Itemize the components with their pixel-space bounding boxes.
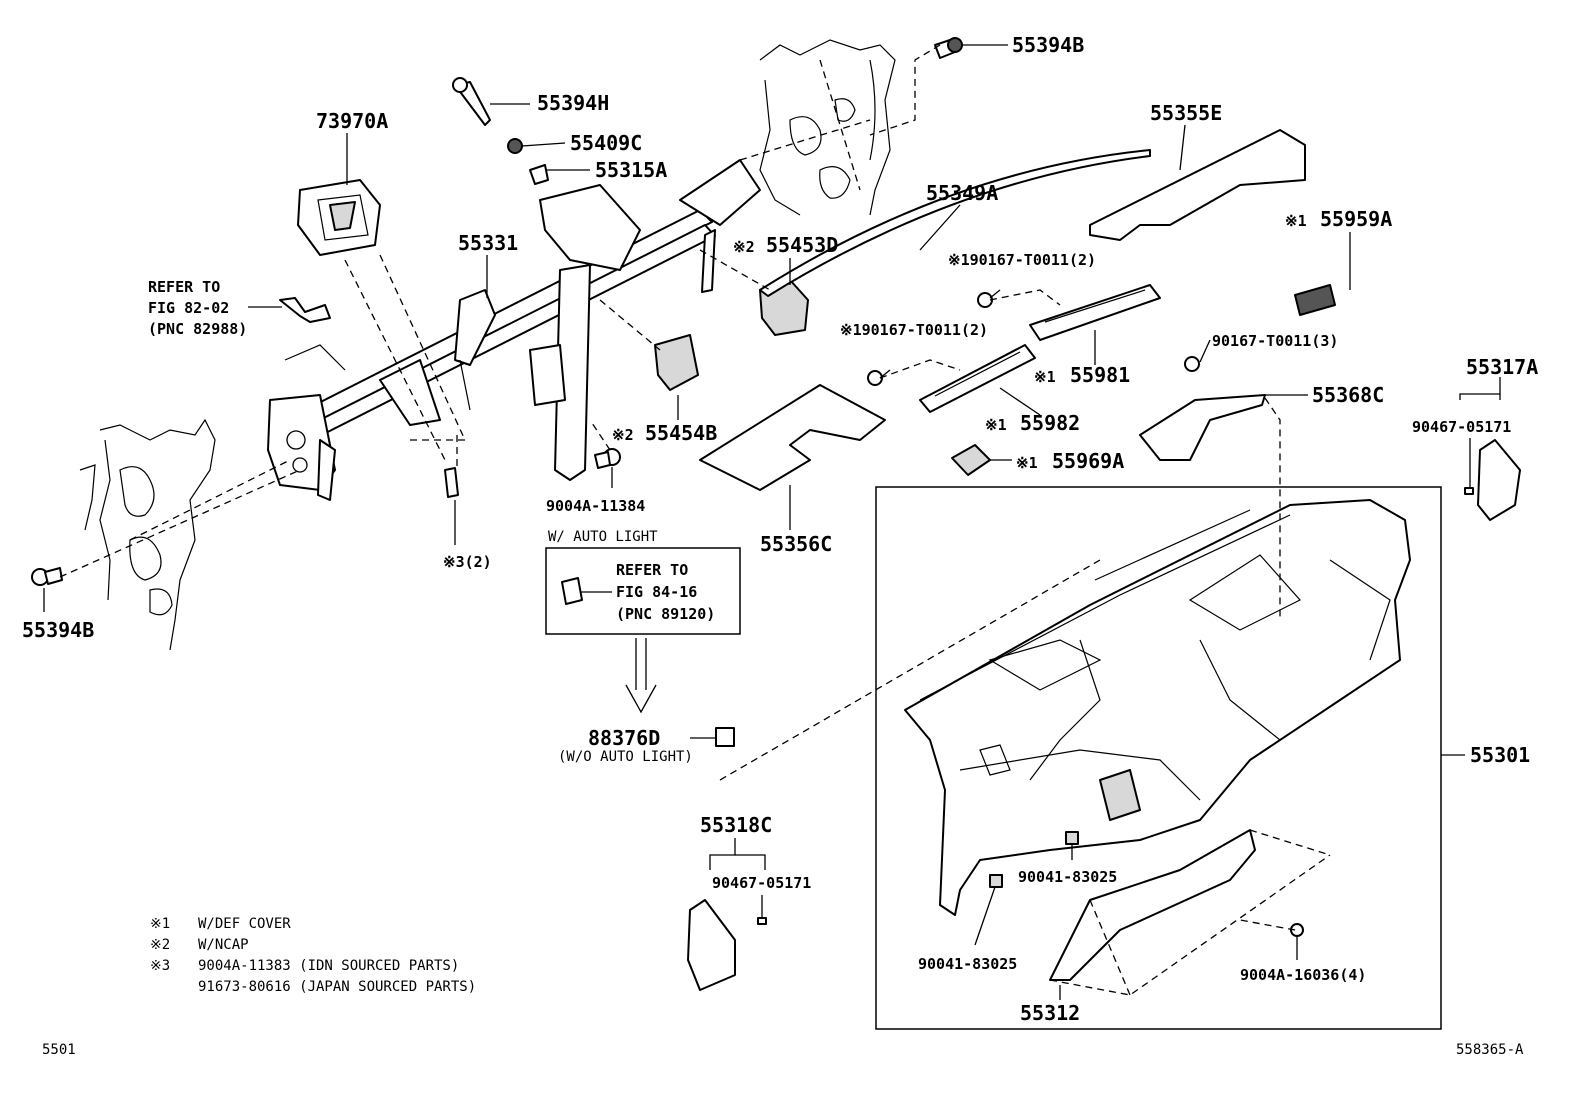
label-55453D: 55453D (766, 233, 838, 257)
steering-support-beam (267, 159, 761, 501)
right-body-panel (759, 39, 896, 216)
label-55317A: 55317A (1466, 355, 1538, 379)
label-55356C: 55356C (760, 532, 832, 556)
leader-lines (43, 44, 1501, 1000)
mark-55969A: ※1 (1016, 454, 1038, 472)
label-90041-b: 90041-83025 (918, 955, 1017, 973)
instrument-panel-55301 (904, 499, 1411, 916)
auto-light-box (545, 547, 741, 635)
bolt-55394B-left-icon (31, 567, 63, 586)
bolt-3-2-icon (444, 467, 459, 498)
label-55981: 55981 (1070, 363, 1130, 387)
bolt-55394B-top-icon (934, 37, 963, 59)
legend-3-line2: 91673-80616 (JAPAN SOURCED PARTS) (198, 979, 476, 995)
grille-55959A-icon (1294, 284, 1336, 316)
label-88376D: 88376D (588, 726, 660, 750)
label-55315A: 55315A (595, 158, 667, 182)
connector-82988-icon (279, 297, 331, 323)
legend-3-mark: ※3 (150, 958, 170, 974)
label-90467-left: 90467-05171 (712, 874, 811, 892)
label-73970A: 73970A (316, 109, 388, 133)
grille-55969A-icon (951, 444, 991, 476)
label-55349A: 55349A (926, 181, 998, 205)
mark-55981: ※1 (1034, 368, 1056, 386)
clip-90041-a-icon (1065, 831, 1079, 845)
label-55318C: 55318C (700, 813, 772, 837)
mark-55959A: ※1 (1285, 212, 1307, 230)
drawing-id: 558365-A (1456, 1042, 1524, 1058)
refer-82-line3: (PNC 82988) (148, 320, 247, 338)
mark-55453D: ※2 (733, 238, 755, 256)
label-55312: 55312 (1020, 1001, 1080, 1025)
assembly-lines (59, 44, 1331, 996)
legend-1-text: W/DEF COVER (198, 916, 291, 932)
page-code: 5501 (42, 1042, 76, 1058)
refer-82-line1: REFER TO (148, 278, 220, 296)
legend: ※1 W/DEF COVER ※2 W/NCAP ※3 9004A-11383 … (150, 916, 476, 995)
panel-group-box (875, 486, 1442, 1030)
legend-2-mark: ※2 (150, 937, 170, 953)
label-9004A-16036: 9004A-16036(4) (1240, 966, 1366, 984)
legend-2-text: W/NCAP (198, 937, 249, 953)
legend-1-mark: ※1 (150, 916, 170, 932)
pad-55356C-icon (699, 384, 886, 491)
clip-55315A-icon (529, 164, 549, 185)
mark-55982: ※1 (985, 416, 1007, 434)
label-55982: 55982 (1020, 411, 1080, 435)
label-90041-a: 90041-83025 (1018, 868, 1117, 886)
module-73970A-icon (297, 179, 381, 256)
light-sensor-icon (561, 577, 583, 605)
label-55355E: 55355E (1150, 101, 1222, 125)
clip-90467-left-icon (757, 917, 767, 925)
label-55301: 55301 (1470, 743, 1530, 767)
mark-55454B: ※2 (612, 426, 634, 444)
label-55368C: 55368C (1312, 383, 1384, 407)
bracket-55454B-icon (654, 334, 699, 391)
label-190167-b: ※190167-T0011(2) (840, 321, 988, 339)
label-55394B-left: 55394B (22, 618, 94, 642)
label-9004A-11384: 9004A-11384 (546, 497, 645, 515)
auto-light-line1: REFER TO (616, 561, 688, 579)
clip-190167-b-icon (867, 370, 883, 386)
label-90167: 90167-T0011(3) (1212, 332, 1338, 350)
label-55454B: 55454B (645, 421, 717, 445)
side-cover-55317A-icon (1477, 439, 1521, 521)
screw-9004A-16036-icon (1290, 923, 1304, 937)
pad-55355E-icon (1089, 129, 1306, 241)
strip-55349A-icon (759, 149, 1151, 297)
auto-light-heading: W/ AUTO LIGHT (548, 529, 658, 545)
label-55409C: 55409C (570, 131, 642, 155)
label-3-2: ※3(2) (443, 553, 492, 571)
left-body-panel (79, 418, 216, 651)
note-88376D: (W/O AUTO LIGHT) (558, 749, 693, 765)
side-cover-55318C-icon (687, 899, 736, 991)
label-90467-right: 90467-05171 (1412, 418, 1511, 436)
label-190167-a: ※190167-T0011(2) (948, 251, 1096, 269)
label-55969A: 55969A (1052, 449, 1124, 473)
downward-arrow-icon (625, 638, 657, 714)
cap-88376D-icon (715, 727, 735, 747)
clip-90167-icon (1184, 356, 1200, 372)
clip-90041-b-icon (989, 874, 1003, 888)
nut-55409C-icon (507, 138, 523, 154)
label-55959A: 55959A (1320, 207, 1392, 231)
label-55394B-top: 55394B (1012, 33, 1084, 57)
bolt-9004A-11384-icon (594, 448, 621, 469)
vent-55982-icon (919, 344, 1036, 413)
duct-55368C-icon (1139, 394, 1266, 461)
refer-82-line2: FIG 82-02 (148, 299, 229, 317)
label-55331: 55331 (458, 231, 518, 255)
glove-box-55312-icon (1049, 829, 1256, 981)
clip-190167-a-icon (977, 292, 993, 308)
auto-light-line3: (PNC 89120) (616, 605, 715, 623)
legend-3-line1: 9004A-11383 (IDN SOURCED PARTS) (198, 958, 459, 974)
vent-55981-icon (1029, 284, 1161, 341)
auto-light-line2: FIG 84-16 (616, 583, 697, 601)
clip-90467-right-icon (1464, 487, 1474, 495)
label-55394H: 55394H (537, 91, 609, 115)
bolt-55394H-icon (452, 77, 491, 126)
